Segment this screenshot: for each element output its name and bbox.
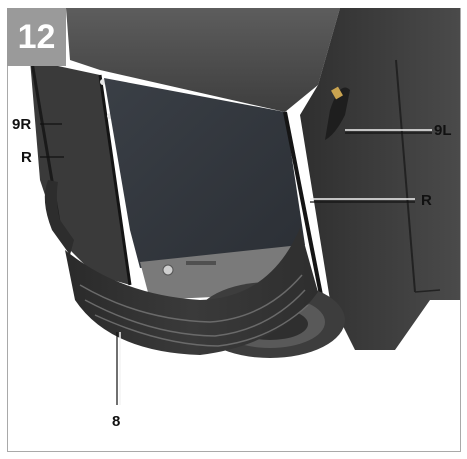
mounting-bracket — [44, 180, 74, 255]
callout-9l: 9L — [434, 122, 452, 139]
rear-wall — [104, 78, 305, 268]
appliance-top-panel — [66, 8, 340, 112]
callout-8: 8 — [112, 413, 121, 430]
callout-r-right: R — [421, 192, 432, 209]
grip-slot — [325, 87, 350, 140]
step-number-badge: 12 — [7, 8, 66, 66]
curved-cover-8 — [65, 228, 318, 355]
callout-r-left: R — [21, 149, 32, 166]
callout-9r: 9R — [12, 116, 32, 133]
